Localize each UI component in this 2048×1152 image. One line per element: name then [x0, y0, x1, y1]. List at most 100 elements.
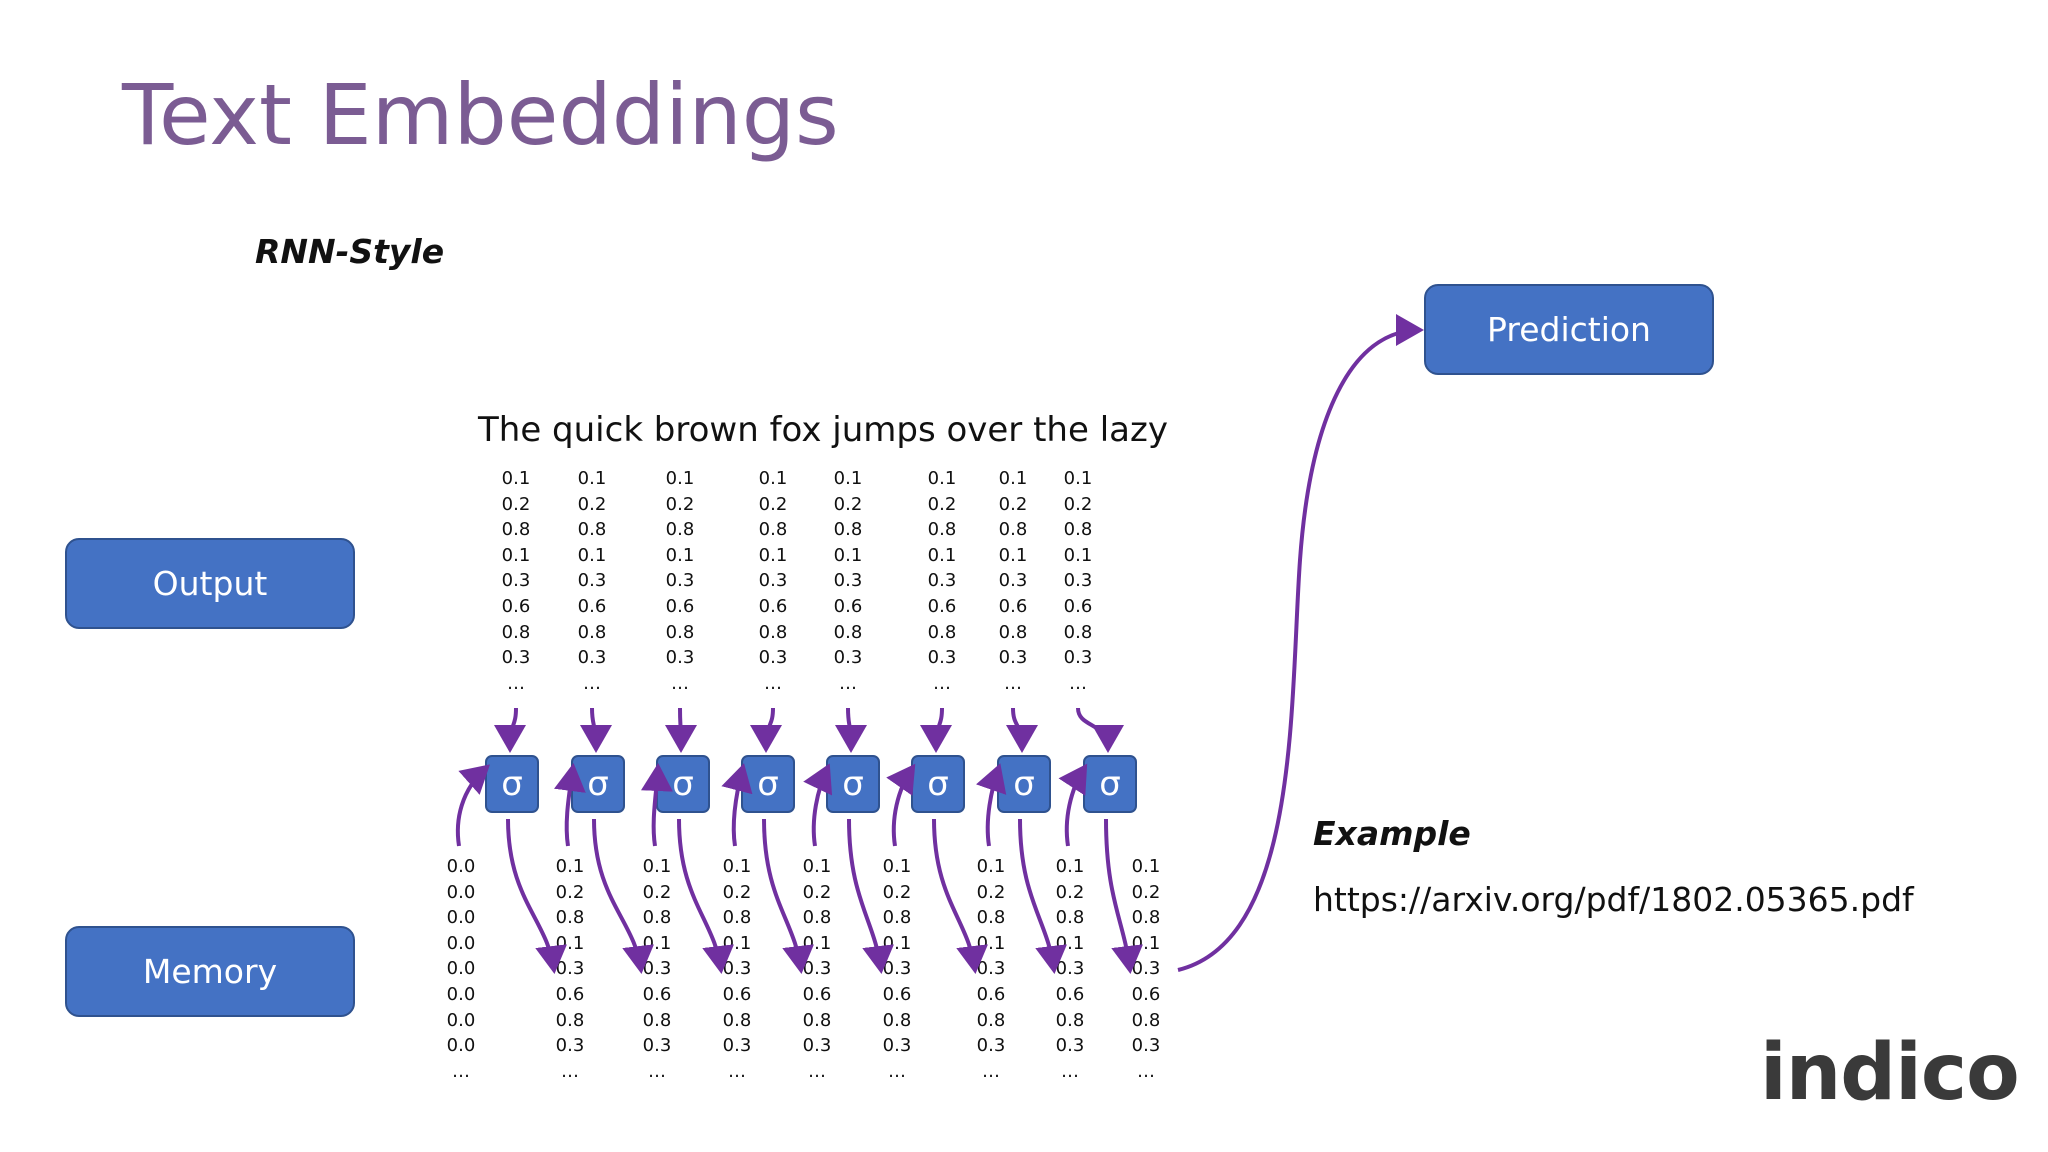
flow-arrow — [976, 763, 1007, 847]
vector-value: 0.0 — [446, 983, 476, 1005]
vector-value: 0.1 — [665, 468, 695, 489]
vector-value: 0.1 — [642, 856, 672, 877]
vector-value: 0.2 — [998, 493, 1028, 515]
vector-value: 0.3 — [1063, 647, 1093, 669]
vector-value: 0.2 — [1131, 881, 1161, 903]
vector-value: 0.1 — [722, 856, 752, 877]
vector-value: 0.3 — [1063, 570, 1093, 592]
vector-value: 0.3 — [665, 647, 695, 669]
vector-value: 0.3 — [976, 1035, 1006, 1057]
vector-value: 0.6 — [1063, 595, 1093, 617]
vector-value: 0.8 — [665, 621, 695, 643]
vector-value: 0.8 — [833, 519, 863, 541]
vector-value: 0.8 — [976, 1009, 1006, 1031]
vector-value: 0.6 — [577, 595, 607, 617]
vector-value: 0.1 — [665, 544, 695, 566]
vector-value: 0.8 — [802, 907, 832, 929]
vector-value: … — [583, 672, 601, 694]
vector-value: 0.8 — [1131, 1009, 1161, 1031]
vector-value: 0.2 — [501, 493, 531, 515]
flow-arrow — [762, 818, 815, 974]
flow-arrow — [554, 763, 586, 847]
vector-value: 0.8 — [1055, 907, 1085, 929]
example-link[interactable]: https://arxiv.org/pdf/1802.05365.pdf — [1313, 880, 1914, 919]
vector-value: 0.8 — [665, 519, 695, 541]
vector-value: … — [452, 1060, 470, 1082]
vector-value: 0.3 — [665, 570, 695, 592]
vector-value: 0.2 — [1055, 881, 1085, 903]
flow-arrow — [932, 818, 989, 974]
vector-value: 0.1 — [927, 468, 957, 489]
vector-value: 0.3 — [1055, 1035, 1085, 1057]
vector-value: 0.1 — [882, 856, 912, 877]
flow-arrow — [640, 763, 673, 847]
vector-value: 0.2 — [976, 881, 1006, 903]
rnn-cell: σ — [911, 755, 965, 813]
vector-value: 0.8 — [1063, 621, 1093, 643]
vector-value: 0.3 — [833, 570, 863, 592]
vector-value: 0.1 — [501, 544, 531, 566]
vector-value: 0.3 — [1131, 1035, 1161, 1057]
vector-value: 0.3 — [555, 1035, 585, 1057]
vector-value: 0.1 — [758, 544, 788, 566]
vector-value: … — [561, 1060, 579, 1082]
indico-logo: indico — [1760, 1028, 2020, 1118]
vector-value: 0.1 — [976, 856, 1006, 877]
vector-value: … — [1061, 1060, 1079, 1082]
subtitle: RNN-Style — [255, 232, 445, 271]
vector-value: 0.0 — [446, 881, 476, 903]
vector-value: 0.3 — [998, 647, 1028, 669]
vector-value: 0.3 — [501, 570, 531, 592]
vector-value: 0.2 — [882, 881, 912, 903]
vector-value: 0.3 — [833, 647, 863, 669]
vector-value: 0.8 — [882, 1009, 912, 1031]
vector-value: 0.2 — [665, 493, 695, 515]
vector-value: 0.6 — [722, 983, 752, 1005]
vector-value: 0.3 — [802, 1035, 832, 1057]
vector-value: 0.8 — [998, 519, 1028, 541]
vector-value: 0.0 — [446, 958, 476, 980]
vector-value: 0.2 — [802, 881, 832, 903]
vector-value: 0.1 — [1063, 468, 1093, 489]
input-sentence: The quick brown fox jumps over the lazy — [478, 410, 1168, 450]
vector-value: 0.1 — [1063, 544, 1093, 566]
vector-value: 0.3 — [722, 1035, 752, 1057]
vector-value: … — [888, 1060, 906, 1082]
rnn-cell: σ — [826, 755, 880, 813]
vector-value: 0.6 — [998, 595, 1028, 617]
vector-value: … — [1137, 1060, 1155, 1082]
vector-value: 0.2 — [555, 881, 585, 903]
vector-value: 0.8 — [758, 621, 788, 643]
vector-value: 0.1 — [555, 856, 585, 877]
rnn-arrows — [455, 707, 1144, 974]
vector-value: 0.8 — [722, 907, 752, 929]
vector-value: 0.1 — [758, 468, 788, 489]
flow-arrow — [834, 707, 867, 753]
vector-value: 0.3 — [882, 1035, 912, 1057]
vector-value: … — [648, 1060, 666, 1082]
flow-arrow — [803, 763, 833, 847]
prediction-arrow — [1177, 314, 1424, 972]
vector-value: … — [839, 672, 857, 694]
vector-value: 0.6 — [555, 983, 585, 1005]
vector-value: 0.0 — [446, 1035, 476, 1057]
flow-arrow — [847, 818, 895, 974]
vector-value: 0.8 — [927, 519, 957, 541]
flow-arrow — [592, 818, 655, 974]
vector-value: 0.3 — [927, 647, 957, 669]
vector-value: 0.3 — [758, 647, 788, 669]
vector-value: … — [671, 672, 689, 694]
vector-value: 0.8 — [642, 907, 672, 929]
